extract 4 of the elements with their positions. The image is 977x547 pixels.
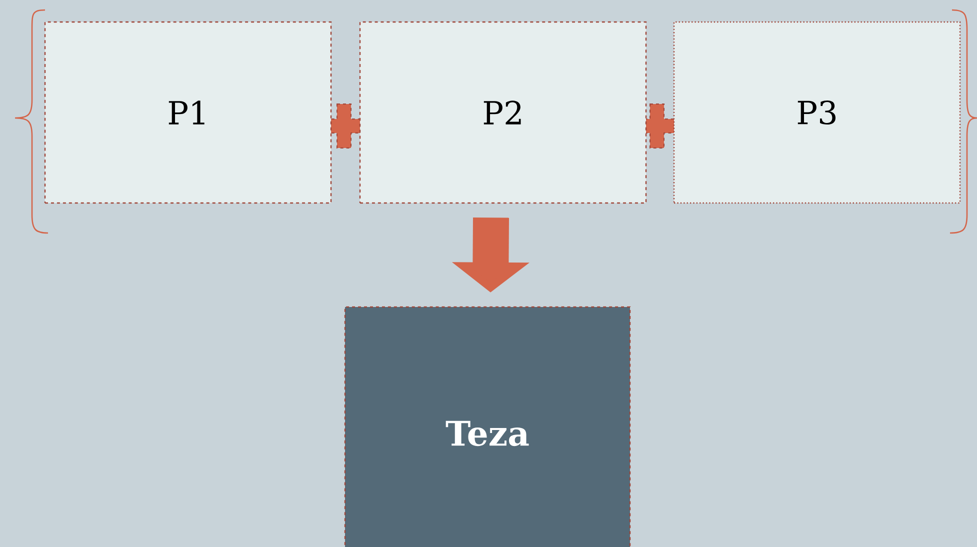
part-box: P1	[44, 21, 332, 204]
part-box: P2	[359, 21, 647, 204]
part-box: P3	[673, 21, 961, 204]
result-box: Teza	[344, 306, 631, 547]
